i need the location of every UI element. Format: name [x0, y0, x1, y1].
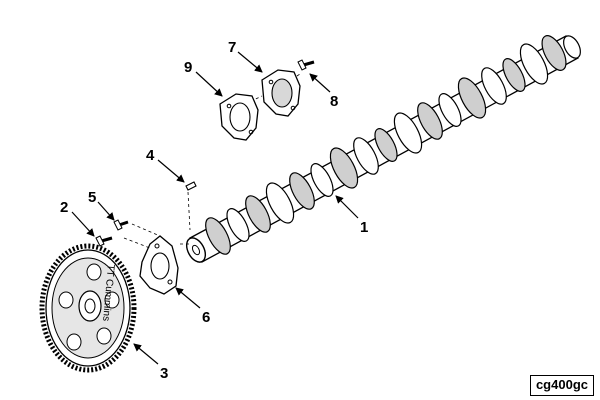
leader-4 — [157, 159, 185, 183]
callout-6: 6 — [202, 309, 210, 326]
assembly-guide-lines — [123, 73, 301, 249]
leader-9 — [195, 71, 223, 97]
camshaft — [185, 35, 581, 263]
camshaft-gear — [39, 243, 137, 373]
callout-1: 1 — [360, 219, 368, 236]
leader-1 — [335, 195, 359, 219]
leader-2 — [71, 211, 95, 237]
leader-5 — [97, 201, 115, 221]
callout-8: 8 — [330, 93, 338, 110]
camshaft-lobes — [205, 35, 567, 255]
callout-5: 5 — [88, 189, 96, 206]
leader-3 — [133, 343, 159, 365]
callout-3: 3 — [160, 365, 168, 382]
figure-reference-code: cg400gc — [529, 375, 594, 396]
capscrew-5 — [113, 219, 129, 231]
capscrew-2 — [95, 235, 113, 247]
callout-9: 9 — [184, 59, 192, 76]
callout-4: 4 — [146, 147, 155, 164]
leader-arrows — [71, 51, 359, 365]
thrust-plate — [139, 235, 179, 295]
gear-stamp-text: TT Cummins — [100, 264, 116, 322]
leader-7 — [237, 51, 263, 73]
cover-plate — [261, 69, 301, 117]
capscrew-8 — [297, 59, 315, 71]
woodruff-key — [185, 181, 197, 191]
leader-8 — [309, 73, 331, 93]
callout-2: 2 — [60, 199, 68, 216]
leader-6 — [175, 287, 201, 309]
callout-7: 7 — [228, 39, 236, 56]
gasket — [219, 93, 259, 141]
